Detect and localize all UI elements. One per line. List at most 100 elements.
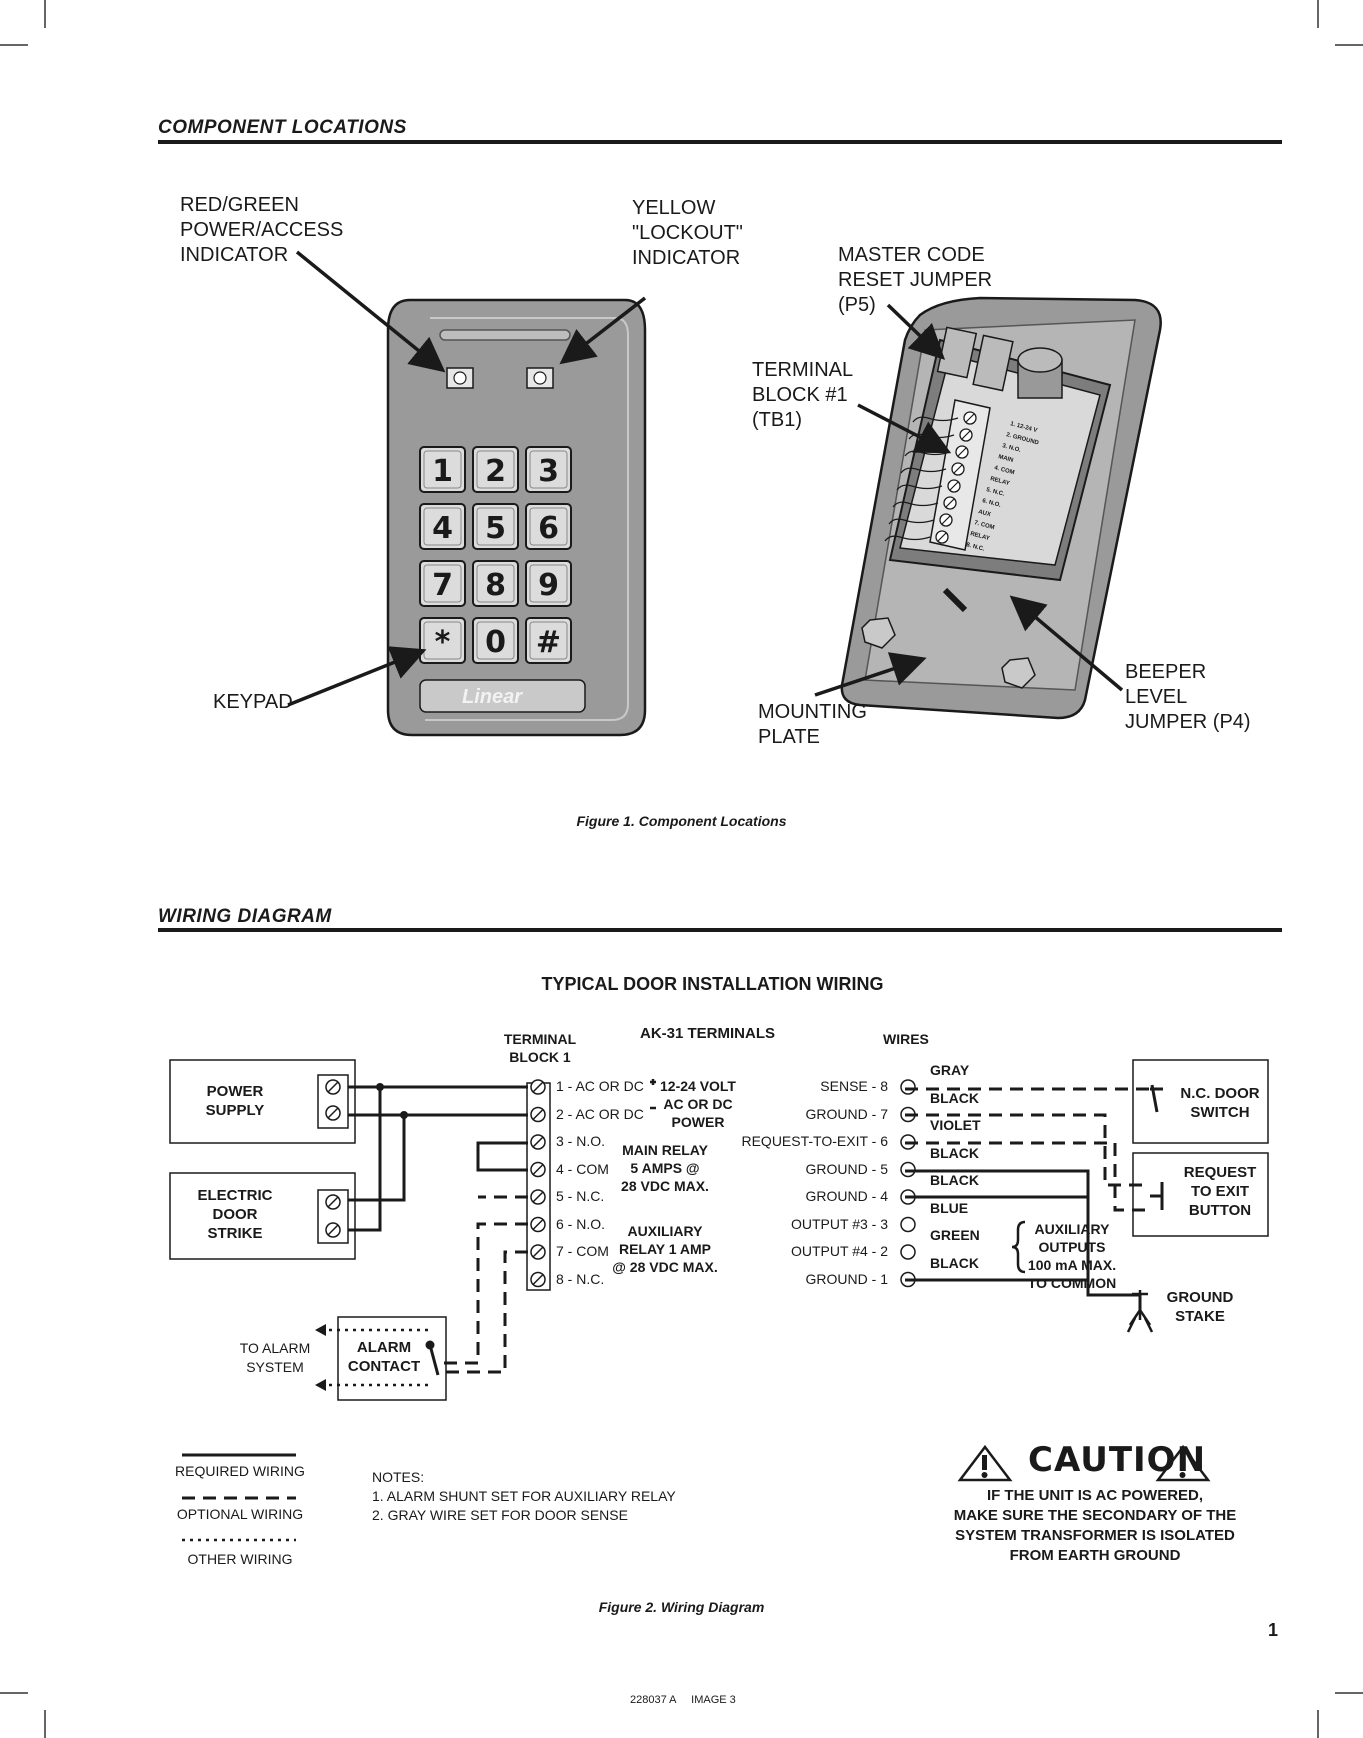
wire-color-label: GRAY bbox=[930, 1062, 970, 1078]
ground-stake-label: GROUND STAKE bbox=[1166, 1289, 1234, 1325]
terminal-block-printed-label: AUX bbox=[977, 509, 991, 518]
keypad-key bbox=[472, 446, 519, 493]
ak31-terminal-label: GROUND - 7 bbox=[805, 1105, 888, 1122]
ak31-terminals-label: AK-31 TERMINALS bbox=[640, 1025, 776, 1042]
keypad-key bbox=[419, 503, 466, 550]
keypad-key-label: * bbox=[435, 625, 451, 660]
terminal-block-printed-label: RELAY bbox=[989, 476, 1010, 487]
terminal-block-printed-label: 5. N.C. bbox=[985, 487, 1005, 498]
section-rule bbox=[158, 928, 1282, 932]
to-alarm-system-label: TO ALARM SYSTEM bbox=[239, 1340, 311, 1375]
keypad-key-label: 0 bbox=[485, 625, 506, 660]
callout-mounting-plate: MOUNTING PLATE bbox=[758, 701, 867, 748]
legend-lines bbox=[182, 1453, 296, 1542]
request-to-exit-box bbox=[1132, 1152, 1269, 1237]
callout-red-green-indicator: RED/GREEN POWER/ACCESS INDICATOR bbox=[180, 194, 344, 266]
keypad-key-label: 9 bbox=[538, 568, 559, 603]
brand-logo-text: Linear bbox=[462, 686, 523, 708]
notes-block: NOTES: 1. ALARM SHUNT SET FOR AUXILIARY … bbox=[372, 1468, 676, 1525]
keypad-key bbox=[525, 560, 572, 607]
terminal-block-label: 5 - N.C. bbox=[556, 1188, 605, 1204]
wire-color-label: BLUE bbox=[930, 1199, 969, 1216]
keypad-key bbox=[419, 560, 466, 607]
legend-optional-wiring: OPTIONAL WIRING bbox=[176, 1506, 304, 1522]
keypad-key bbox=[472, 503, 519, 550]
keypad-key bbox=[525, 446, 572, 493]
wire-color-label: BLACK bbox=[930, 1089, 979, 1106]
keypad-key-label: 7 bbox=[432, 568, 453, 603]
terminal-block-printed-label: 6. N.O. bbox=[981, 498, 1001, 509]
section-title-component-locations: COMPONENT LOCATIONS bbox=[158, 117, 407, 138]
terminal-block-printed-label: 3. N.O. bbox=[1001, 443, 1021, 454]
ak31-terminal-label: REQUEST-TO-EXIT - 6 bbox=[741, 1133, 888, 1149]
wire-color-label: BLACK bbox=[930, 1254, 979, 1271]
terminal-block-screws bbox=[530, 1079, 546, 1288]
other-wiring bbox=[318, 1328, 428, 1387]
legend-other-wiring: OTHER WIRING bbox=[187, 1551, 293, 1567]
power-note: 12-24 VOLT AC OR DC POWER bbox=[660, 1078, 736, 1130]
page-number: 1 bbox=[1268, 1620, 1279, 1640]
figure-2-caption: Figure 2. Wiring Diagram bbox=[598, 1599, 765, 1615]
wire-color-label: VIOLET bbox=[930, 1117, 981, 1133]
section-rule bbox=[158, 140, 1282, 144]
wiring-diagram-title: TYPICAL DOOR INSTALLATION WIRING bbox=[541, 974, 884, 994]
keypad-key-label: 5 bbox=[485, 511, 506, 546]
ground-stake-symbol bbox=[1126, 1290, 1154, 1333]
alarm-contact-box bbox=[337, 1316, 447, 1401]
optional-wiring bbox=[436, 1087, 1165, 1374]
ak31-terminal-label: GROUND - 1 bbox=[805, 1270, 888, 1287]
note-2: 2. GRAY WIRE SET FOR DOOR SENSE bbox=[372, 1507, 628, 1523]
terminal-block-printed-label: RELAY bbox=[969, 531, 990, 542]
wire-color-label: BLACK bbox=[930, 1172, 979, 1188]
callout-master-code-reset-jumper: MASTER CODE RESET JUMPER (P5) bbox=[838, 244, 993, 316]
keypad-key-label: 3 bbox=[538, 454, 559, 489]
nc-door-switch-label: N.C. DOOR SWITCH bbox=[1180, 1085, 1260, 1121]
keypad-key bbox=[525, 503, 572, 550]
terminal-block-1-label: TERMINAL BLOCK 1 bbox=[503, 1031, 577, 1065]
keypad-key-label: 2 bbox=[485, 454, 506, 489]
caution-heading: CAUTION bbox=[1028, 1440, 1207, 1480]
keypad-key bbox=[419, 617, 466, 664]
ak31-terminal-label: GROUND - 5 bbox=[805, 1160, 888, 1177]
terminal-block-label: 3 - N.O. bbox=[556, 1133, 606, 1149]
keypad-key-label: 1 bbox=[432, 454, 453, 489]
callout-yellow-lockout-indicator: YELLOW "LOCKOUT" INDICATOR bbox=[632, 197, 743, 269]
aux-relay-note: AUXILIARY RELAY 1 AMP @ 28 VDC MAX. bbox=[612, 1223, 718, 1275]
keypad-key bbox=[472, 560, 519, 607]
junction-dots bbox=[376, 1083, 408, 1119]
keypad-key-label: # bbox=[536, 625, 561, 660]
ak31-terminal-label: SENSE - 8 bbox=[820, 1078, 888, 1094]
figure-1-caption: Figure 1. Component Locations bbox=[576, 813, 787, 829]
nc-door-switch-box bbox=[1132, 1059, 1269, 1144]
terminal-block-label: 6 - N.O. bbox=[556, 1215, 606, 1232]
ak31-terminal-label: OUTPUT #3 - 3 bbox=[791, 1215, 888, 1232]
keypad-key-label: 6 bbox=[538, 511, 559, 546]
terminal-block-printed-label: 8. N.C. bbox=[965, 542, 985, 553]
callout-keypad: KEYPAD bbox=[213, 691, 293, 713]
legend-required-wiring: REQUIRED WIRING bbox=[175, 1463, 305, 1479]
section-title-wiring-diagram: WIRING DIAGRAM bbox=[158, 906, 332, 927]
terminal-block-printed-label: MAIN bbox=[997, 454, 1013, 464]
aux-outputs-note: AUXILIARY OUTPUTS 100 mA MAX. TO COMMON bbox=[1027, 1221, 1117, 1291]
terminal-block-printed-label: 4. COM bbox=[993, 465, 1015, 476]
alarm-contact-label: ALARM CONTACT bbox=[347, 1339, 421, 1375]
wires-label: WIRES bbox=[883, 1031, 929, 1047]
terminal-block-label: 1 - AC OR DC bbox=[556, 1078, 644, 1094]
wire-color-label: GREEN bbox=[930, 1227, 980, 1243]
terminal-block-label: 2 - AC OR DC bbox=[556, 1105, 644, 1122]
main-relay-note: MAIN RELAY 5 AMPS @ 28 VDC MAX. bbox=[621, 1142, 709, 1194]
terminal-block-label: 7 - COM bbox=[556, 1243, 609, 1259]
ak31-terminal-circles bbox=[900, 1079, 916, 1288]
ak31-terminal-label: OUTPUT #4 - 2 bbox=[791, 1243, 888, 1259]
power-supply-box bbox=[169, 1059, 356, 1144]
callout-arrows bbox=[287, 250, 1124, 707]
callout-terminal-block: TERMINAL BLOCK #1 (TB1) bbox=[752, 359, 854, 431]
electric-door-strike-box bbox=[169, 1172, 356, 1260]
caution-text: IF THE UNIT IS AC POWERED, MAKE SURE THE… bbox=[953, 1487, 1237, 1564]
keypad-key bbox=[419, 446, 466, 493]
wire-color-label: BLACK bbox=[930, 1144, 979, 1161]
ak31-terminal-label: GROUND - 4 bbox=[805, 1188, 888, 1204]
